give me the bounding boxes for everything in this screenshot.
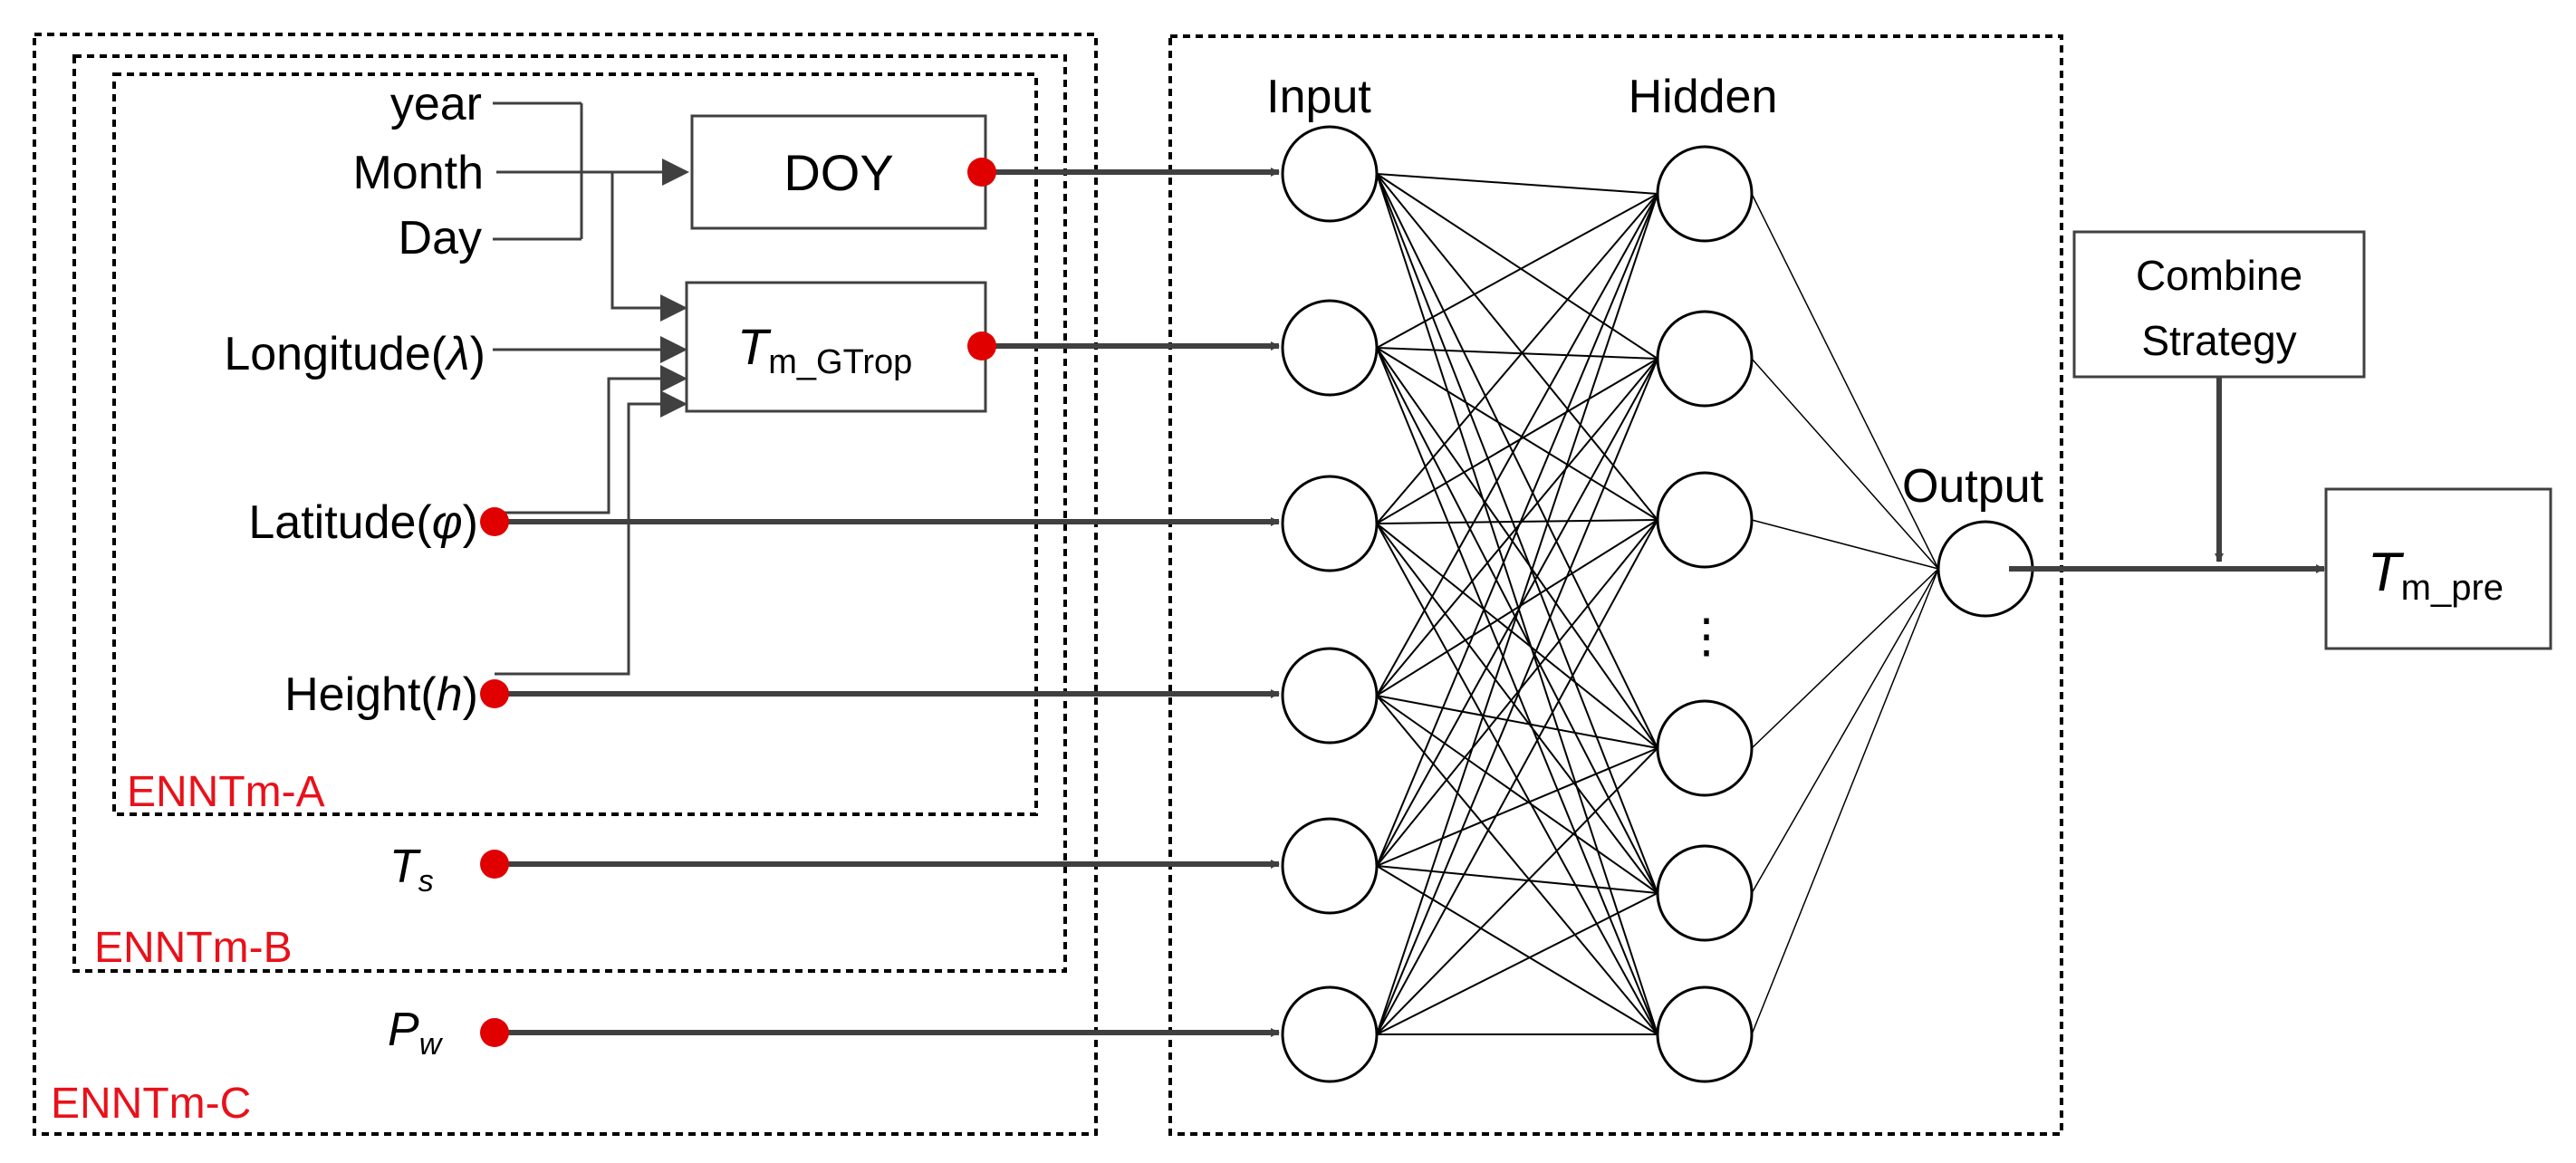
ensemble-label-b: ENNTm-B <box>94 924 293 972</box>
input-node-6 <box>1281 985 1379 1083</box>
edge-input-4-hidden-4 <box>1376 695 1658 749</box>
hidden-node-3 <box>1656 471 1754 569</box>
edge-input-3-hidden-5 <box>1376 523 1658 894</box>
edge-hidden-3-output-1 <box>1751 519 1939 570</box>
edge-input-4-hidden-5 <box>1376 695 1658 894</box>
dot-doy <box>967 158 996 187</box>
input-label-height: Height(h) <box>284 668 478 721</box>
edge-input-1-hidden-6 <box>1376 173 1658 1035</box>
input-node-1 <box>1281 125 1379 223</box>
hidden-node-2 <box>1656 310 1754 408</box>
input-node-4 <box>1281 647 1379 745</box>
output-box-label: Tm_pre <box>2368 542 2504 608</box>
edge-input-6-hidden-5 <box>1376 892 1658 1035</box>
input-node-5 <box>1281 817 1379 915</box>
input-node-2 <box>1281 299 1379 397</box>
edge-input-1-hidden-2 <box>1376 173 1658 360</box>
hidden-node-4 <box>1656 699 1754 797</box>
doy-box <box>690 114 987 230</box>
edge-input-4-hidden-6 <box>1376 695 1658 1035</box>
edge-input-2-hidden-4 <box>1376 347 1658 749</box>
network-nodes <box>1281 125 2034 1083</box>
edge-input-5-hidden-1 <box>1376 193 1658 867</box>
edge-input-4-hidden-2 <box>1376 358 1658 697</box>
dot-height <box>480 679 509 708</box>
input-label-month: Month <box>352 147 484 199</box>
edge-input-2-hidden-6 <box>1376 347 1658 1035</box>
edge-input-2-hidden-3 <box>1376 347 1658 521</box>
edge-input-6-hidden-1 <box>1376 193 1658 1035</box>
ensemble-label-a: ENNTm-A <box>127 768 325 816</box>
edge-input-5-hidden-3 <box>1376 519 1658 867</box>
gtrop-label: Tm_GTrop <box>737 318 912 381</box>
ensemble-box-c <box>33 33 1098 1136</box>
input-label-longitude: Longitude(λ) <box>224 328 485 380</box>
edge-input-3-hidden-3 <box>1376 519 1658 524</box>
edge-input-1-hidden-1 <box>1376 173 1658 195</box>
edge-input-3-hidden-2 <box>1376 358 1658 524</box>
dot-latitude <box>480 507 509 536</box>
ensemble-label-c: ENNTm-C <box>51 1080 251 1128</box>
hidden-ellipsis: ⋮ <box>1683 610 1730 663</box>
edge-input-3-hidden-1 <box>1376 193 1658 524</box>
ensemble-box-b <box>72 54 1067 973</box>
gtrop-box <box>685 281 987 413</box>
combine-strategy-line1: Combine <box>2136 252 2302 299</box>
edge-hidden-4-output-1 <box>1751 568 1939 749</box>
combine-strategy-line2: Strategy <box>2141 317 2296 364</box>
output-box <box>2324 487 2552 650</box>
ensemble-box-a <box>112 72 1038 816</box>
hidden-node-1 <box>1656 145 1754 243</box>
edge-hidden-6-output-1 <box>1751 568 1939 1035</box>
input-label-pw: Pw <box>388 1004 444 1062</box>
edge-input-2-hidden-5 <box>1376 347 1658 894</box>
input-label-day: Day <box>399 212 482 264</box>
dot-pw <box>480 1018 509 1047</box>
doy-label: DOY <box>783 144 893 201</box>
edge-input-2-hidden-2 <box>1376 347 1658 360</box>
hidden-layer-title: Hidden <box>1629 71 1778 123</box>
input-layer-title: Input <box>1266 71 1371 123</box>
date-bracket-lines <box>493 101 689 241</box>
dot-gtrop <box>967 332 996 360</box>
input-label-latitude: Latitude(φ) <box>248 496 478 549</box>
combine-strategy-box <box>2072 230 2366 379</box>
edge-input-1-hidden-5 <box>1376 173 1658 894</box>
network-edges <box>1376 173 1939 1035</box>
edge-input-1-hidden-4 <box>1376 173 1658 749</box>
output-layer-title: Output <box>1902 460 2044 513</box>
edge-input-6-hidden-4 <box>1376 747 1658 1035</box>
edge-hidden-1-output-1 <box>1751 193 1939 570</box>
edge-input-5-hidden-5 <box>1376 865 1658 894</box>
edge-hidden-5-output-1 <box>1751 568 1939 894</box>
edge-input-2-hidden-1 <box>1376 193 1658 349</box>
input-node-3 <box>1281 475 1379 572</box>
connection-dots <box>480 158 996 1047</box>
edge-input-4-hidden-1 <box>1376 193 1658 697</box>
gtrop-feed-lines <box>493 172 687 676</box>
network-box <box>1168 34 2063 1136</box>
input-label-year: year <box>390 78 482 130</box>
input-label-ts: Ts <box>389 841 434 899</box>
edge-input-3-hidden-4 <box>1376 523 1658 749</box>
edge-input-6-hidden-2 <box>1376 358 1658 1035</box>
hidden-node-5 <box>1656 844 1754 942</box>
input-arrows <box>496 168 1280 1037</box>
edge-input-4-hidden-3 <box>1376 519 1658 697</box>
hidden-node-6 <box>1656 985 1754 1083</box>
edge-input-5-hidden-4 <box>1376 747 1658 867</box>
dot-ts <box>480 850 509 879</box>
edge-input-6-hidden-3 <box>1376 519 1658 1035</box>
edge-hidden-2-output-1 <box>1751 358 1939 570</box>
edge-input-1-hidden-3 <box>1376 173 1658 521</box>
